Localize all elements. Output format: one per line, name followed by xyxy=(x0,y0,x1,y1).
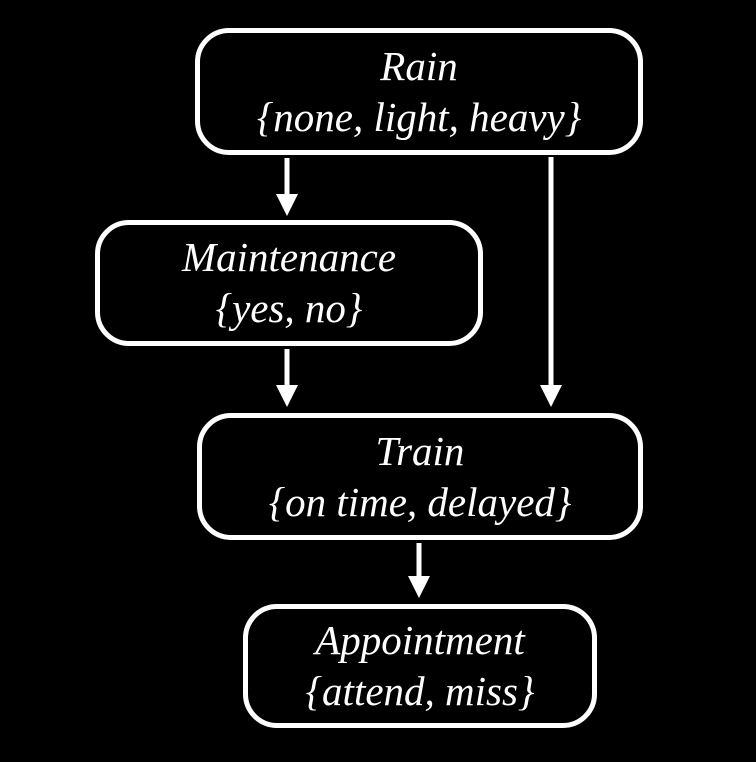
node-train: Train {on time, delayed} xyxy=(197,413,643,540)
node-rain-values: {none, light, heavy} xyxy=(256,93,582,140)
node-appointment-title: Appointment xyxy=(315,617,525,663)
node-maintenance-values: {yes, no} xyxy=(215,285,363,331)
node-maintenance: Maintenance {yes, no} xyxy=(95,220,483,346)
node-rain: Rain {none, light, heavy} xyxy=(195,28,643,155)
node-appointment: Appointment {attend, miss} xyxy=(243,604,597,728)
node-train-title: Train xyxy=(375,427,465,474)
edge-train-to-appointment xyxy=(408,543,430,598)
node-maintenance-title: Maintenance xyxy=(181,234,397,280)
node-rain-title: Rain xyxy=(380,42,458,89)
node-appointment-values: {attend, miss} xyxy=(305,668,535,714)
edge-rain-to-train xyxy=(540,157,562,407)
edge-rain-to-maintenance xyxy=(276,158,298,216)
node-train-values: {on time, delayed} xyxy=(268,478,572,525)
edge-maintenance-to-train xyxy=(276,349,298,407)
